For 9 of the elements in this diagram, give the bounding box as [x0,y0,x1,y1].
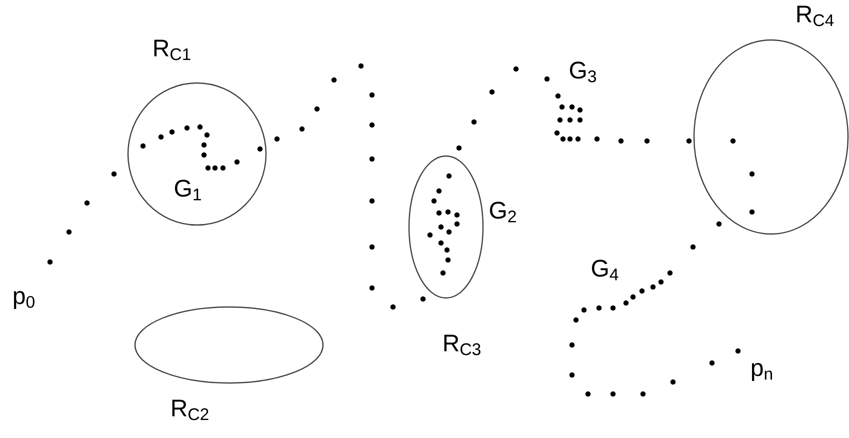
cluster-label: G$_{1}$ [174,180,201,200]
point-label: p$_{0}$ [14,291,34,309]
point-label: G$_{3}$ [570,62,596,82]
region-label: R$_{C2}$ [172,400,208,420]
region-label: R$_{C4}$ [797,6,834,26]
region-label: R$_{C3}$ [444,334,480,356]
region-label: R$_{C1}$ [154,40,190,60]
point-label: G$_{4}$ [592,260,618,280]
point-label: p$_{n}$ [752,363,772,381]
